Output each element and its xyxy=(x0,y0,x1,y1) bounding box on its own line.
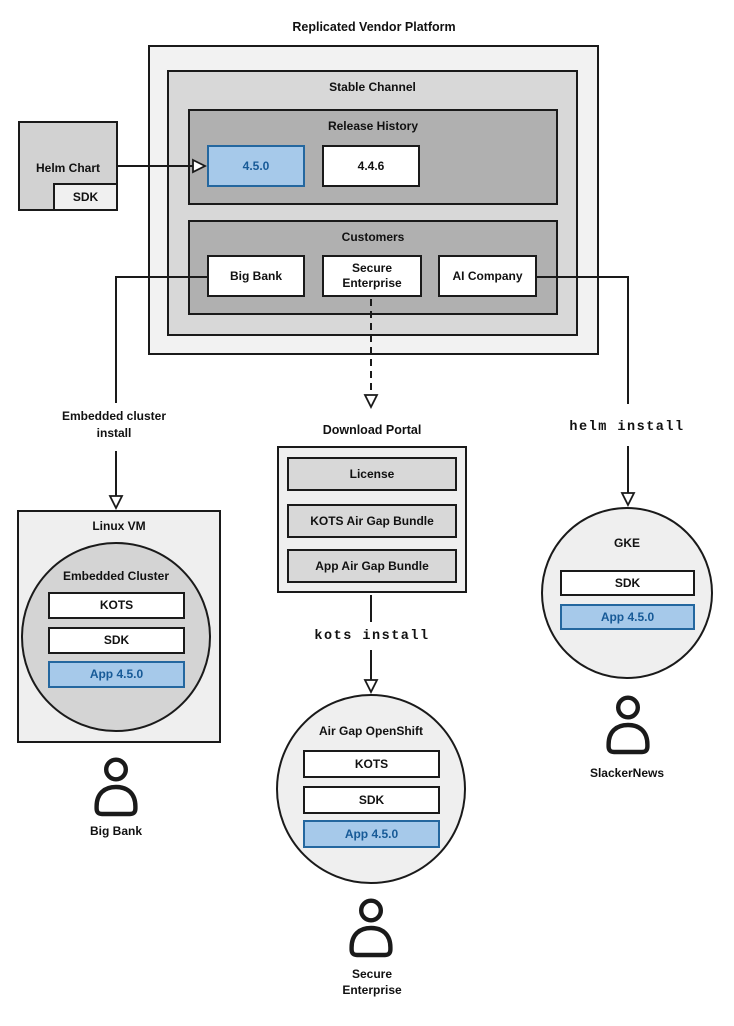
customer-secure-enterprise: Secure Enterprise xyxy=(322,255,422,297)
release-4-4-6: 4.4.6 xyxy=(322,145,420,187)
openshift-app: App 4.5.0 xyxy=(303,820,440,848)
download-portal-license: License xyxy=(287,457,457,491)
air-gap-openshift-label: Air Gap OpenShift xyxy=(318,724,423,738)
customer-big-bank: Big Bank xyxy=(207,255,305,297)
edge-label-kots-install: kots install xyxy=(314,629,430,644)
gke-label: GKE xyxy=(613,536,640,550)
openshift-kots: KOTS xyxy=(303,750,440,778)
gke-sdk: SDK xyxy=(560,570,695,596)
release-history-label: Release History xyxy=(327,119,419,133)
embedded-cluster-app: App 4.5.0 xyxy=(48,661,185,688)
linux-vm-label: Linux VM xyxy=(92,519,146,533)
download-portal-kots-bundle: KOTS Air Gap Bundle xyxy=(287,504,457,538)
release-4-5-0: 4.5.0 xyxy=(207,145,305,187)
arrowhead-down xyxy=(620,492,636,508)
diagram-title: Replicated Vendor Platform xyxy=(292,20,456,34)
customer-ai-company: AI Company xyxy=(438,255,537,297)
edge-label-embedded-cluster-install: Embedded cluster install xyxy=(61,409,167,440)
arrowhead-down xyxy=(108,495,124,511)
embedded-cluster-label: Embedded Cluster xyxy=(62,569,170,583)
user-icon xyxy=(349,898,393,958)
download-portal-label: Download Portal xyxy=(322,423,422,437)
user-label-slackernews: SlackerNews xyxy=(589,766,665,780)
embedded-cluster-kots: KOTS xyxy=(48,592,185,619)
helm-chart-label: Helm Chart xyxy=(35,161,100,175)
user-label-big-bank: Big Bank xyxy=(89,824,142,838)
arrowhead-down xyxy=(363,679,379,695)
gke-app: App 4.5.0 xyxy=(560,604,695,630)
download-portal-app-bundle: App Air Gap Bundle xyxy=(287,549,457,583)
edge-label-helm-install: helm install xyxy=(569,420,685,435)
embedded-cluster-sdk: SDK xyxy=(48,627,185,654)
customers-label: Customers xyxy=(341,230,405,244)
user-label-secure-enterprise: Secure Enterprise xyxy=(342,967,402,997)
openshift-sdk: SDK xyxy=(303,786,440,814)
user-icon xyxy=(606,695,650,755)
helm-chart-sdk-box: SDK xyxy=(53,183,118,211)
user-icon xyxy=(94,757,138,817)
arrowhead-down xyxy=(363,394,379,410)
stable-channel-label: Stable Channel xyxy=(329,80,416,94)
